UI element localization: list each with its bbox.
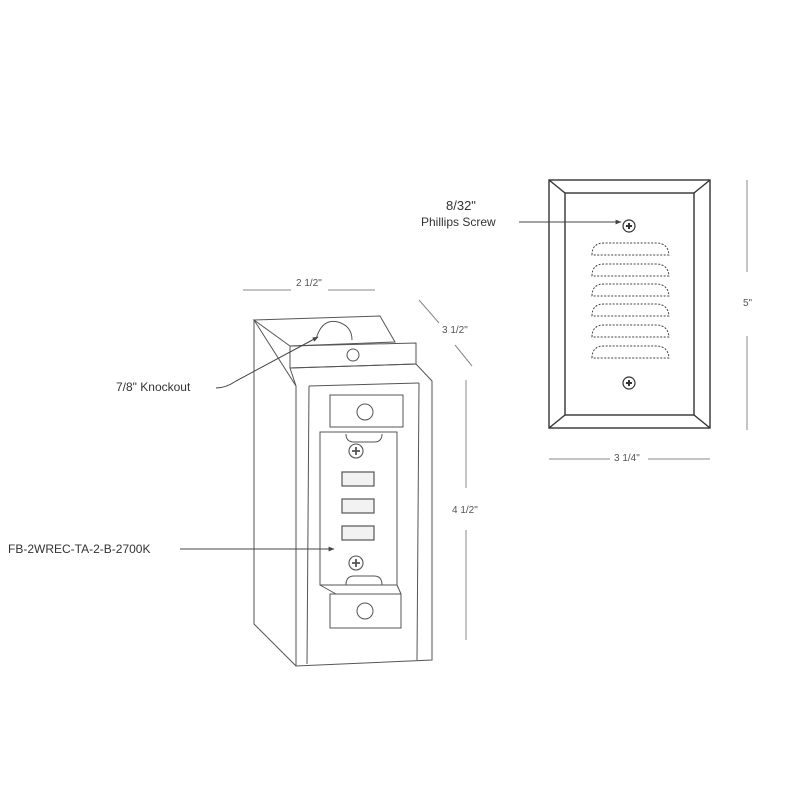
screw-type-label: Phillips Screw: [421, 215, 496, 229]
knockout-label: 7/8" Knockout: [116, 380, 191, 394]
faceplate-height-dim: 5": [743, 298, 753, 309]
box-depth-dim: 3 1/2": [442, 325, 468, 336]
louvers: [591, 242, 670, 359]
product-code-label: FB-2WREC-TA-2-B-2700K: [8, 542, 151, 556]
box-height-dim: 4 1/2": [452, 505, 478, 516]
switch-slots: [341, 471, 375, 541]
faceplate: [548, 179, 711, 429]
box-screw-top-icon: [348, 443, 364, 459]
faceplate-width-dim: 3 1/4": [614, 453, 640, 464]
box-width-dim: 2 1/2": [296, 278, 322, 289]
screw-size-label: 8/32": [446, 198, 476, 213]
box-screw-bottom-icon: [348, 555, 364, 571]
box: [252, 315, 433, 667]
faceplate-screw-bottom-icon: [622, 376, 636, 390]
faceplate-screw-top-icon: [622, 219, 636, 233]
